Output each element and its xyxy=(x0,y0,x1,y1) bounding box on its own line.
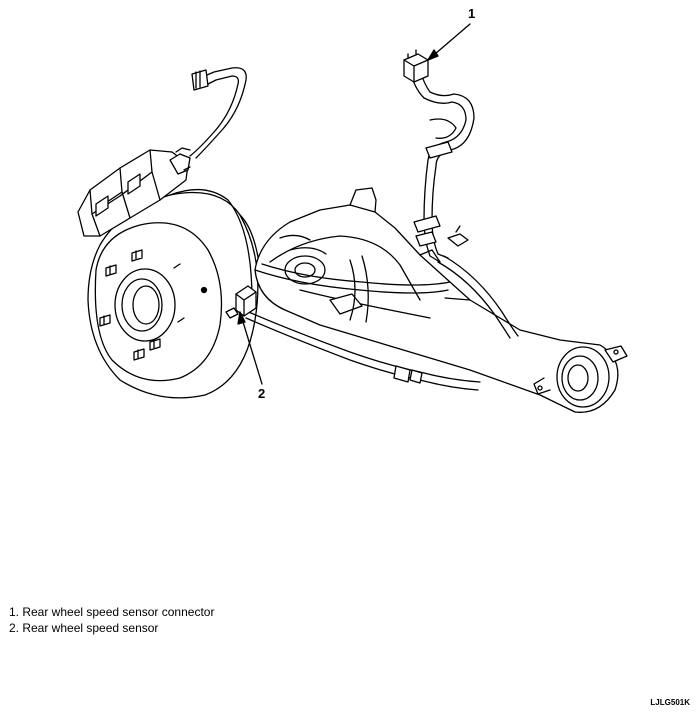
sensor-connector xyxy=(403,49,429,83)
leader-line-1 xyxy=(427,23,471,61)
sensor-harness xyxy=(409,69,475,263)
brake-hose xyxy=(189,67,247,159)
wheel-hub xyxy=(114,268,176,342)
trailing-arm xyxy=(254,187,619,413)
sensor-cable xyxy=(243,255,519,391)
legend-item-sensor: 2. Rear wheel speed sensor xyxy=(9,621,159,635)
legend-item-connector: 1. Rear wheel speed sensor connector xyxy=(9,605,215,619)
wheel-studs xyxy=(99,249,185,361)
parts-legend: 1. Rear wheel speed sensor connector 2. … xyxy=(9,604,214,636)
rear-suspension-diagram xyxy=(77,23,628,413)
leader-line-2 xyxy=(237,311,263,385)
callout-number-2: 2 xyxy=(258,386,266,401)
brake-disc xyxy=(87,188,261,399)
brake-caliper xyxy=(77,147,191,237)
callout-number-1: 1 xyxy=(468,6,476,21)
wheel-speed-sensor xyxy=(225,285,257,319)
arm-bushing xyxy=(533,345,628,408)
figure-code: LJLG501K xyxy=(650,698,690,707)
